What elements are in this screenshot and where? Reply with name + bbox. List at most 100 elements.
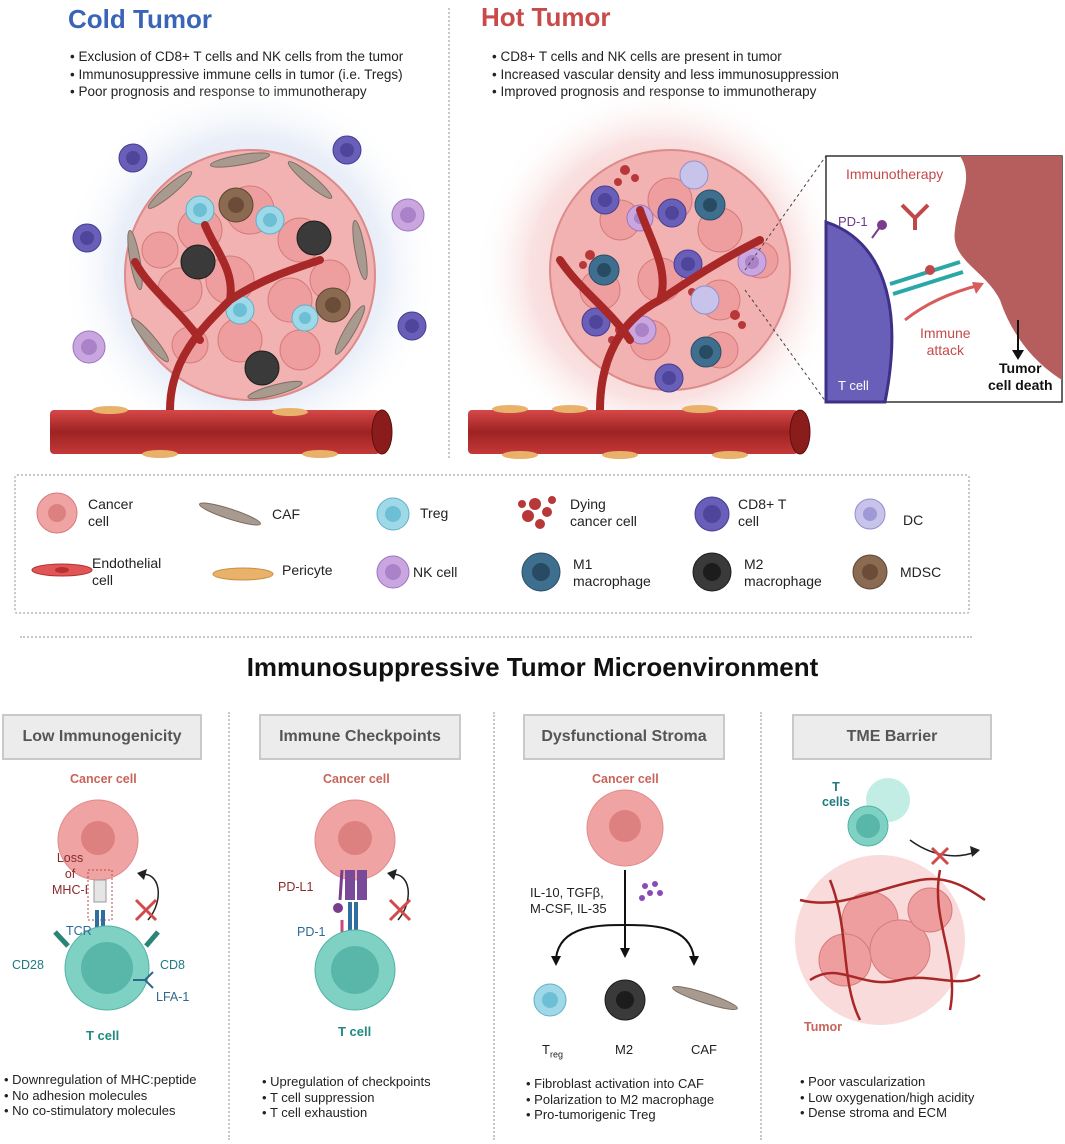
- bullet-item: Downregulation of MHC:peptide: [4, 1072, 196, 1088]
- panel3-bullets: Fibroblast activation into CAF Polarizat…: [526, 1076, 714, 1123]
- legend-text: macrophage: [744, 573, 822, 589]
- panel2-t-cell-label: T cell: [338, 1024, 372, 1039]
- loss-line: Loss: [56, 851, 84, 865]
- legend-text: cell: [88, 513, 110, 529]
- legend-text: cell: [738, 513, 760, 529]
- main-title: Immunosuppressive Tumor Microenvironment: [246, 652, 819, 682]
- bullet-item: Fibroblast activation into CAF: [526, 1076, 714, 1092]
- low-immunogenicity-graphic: [53, 799, 160, 1011]
- dc-icon: [854, 498, 886, 530]
- panel2-bullets: Upregulation of checkpoints T cell suppr…: [262, 1074, 431, 1121]
- bullet-item: Poor vascularization: [800, 1074, 974, 1090]
- hot-tumor-graphic: [468, 85, 845, 459]
- pdl1-label: PD-L1: [278, 880, 314, 894]
- panel-title-low-immunogenicity: Low Immunogenicity: [2, 714, 202, 760]
- bullet-item: Pro-tumorigenic Treg: [526, 1107, 714, 1123]
- horizontal-divider: [20, 636, 972, 638]
- legend-box: [14, 474, 970, 614]
- bullet-item: No adhesion molecules: [4, 1088, 196, 1104]
- bullet-item: Upregulation of checkpoints: [262, 1074, 430, 1090]
- cytokine-line: M-CSF, IL-35: [530, 901, 607, 916]
- tumor-death-line: Tumor: [999, 360, 1042, 376]
- bullet-item: T cell suppression: [262, 1090, 431, 1106]
- pd1-label-panel2: PD-1: [297, 925, 326, 939]
- bullet-item: Polarization to M2 macrophage: [526, 1092, 714, 1108]
- panel-title-dysfunctional-stroma: Dysfunctional Stroma: [523, 714, 725, 760]
- panel1-cancer-cell-label: Cancer cell: [70, 772, 137, 786]
- inset-t-cell-label: T cell: [838, 378, 869, 393]
- tumor-label: Tumor: [804, 1020, 842, 1034]
- legend-treg: Treg: [420, 505, 449, 521]
- mdsc-icon: [852, 554, 888, 590]
- mdsc-cells: [218, 187, 351, 323]
- tme-barrier-graphic: [795, 778, 986, 1025]
- t-cells-line: T: [832, 780, 840, 794]
- tcr-label: TCR: [66, 924, 92, 938]
- panel-divider: [228, 712, 230, 1140]
- legend-text: Dying: [570, 496, 606, 512]
- panel4-bullets: Poor vascularization Low oxygenation/hig…: [800, 1074, 974, 1121]
- m2-label: M2: [615, 1042, 634, 1057]
- m1-macrophages: [588, 189, 726, 368]
- bullet-item: No co-stimulatory molecules: [4, 1103, 196, 1119]
- panel-title-tme-barrier: TME Barrier: [792, 714, 992, 760]
- panel-divider: [760, 712, 762, 1140]
- loss-line: MHC-I: [52, 883, 89, 897]
- t-cells-label: T cells: [822, 780, 850, 810]
- immunotherapy-inset: [824, 155, 1063, 404]
- panel-title-immune-checkpoints: Immune Checkpoints: [259, 714, 461, 760]
- legend-text: cancer cell: [570, 513, 637, 529]
- treg-label-sub: reg: [549, 1049, 563, 1060]
- cd8-t-cell-icon: [694, 496, 730, 532]
- tumor-cell-death-label: Tumor cell death: [988, 360, 1053, 394]
- caf-icon: [199, 502, 261, 526]
- nk-cell-icon: [376, 555, 410, 589]
- pd1-label: PD-1: [838, 214, 868, 229]
- legend-mdsc: MDSC: [900, 564, 942, 580]
- caf-label: CAF: [691, 1042, 717, 1057]
- legend-dc: DC: [903, 512, 924, 528]
- immune-attack-line: Immune: [920, 325, 971, 341]
- dc-cells: [679, 160, 720, 315]
- cold-tumor-graphic: [50, 80, 440, 460]
- lfa1-label: LFA-1: [156, 990, 190, 1004]
- immune-attack-label: Immune attack: [920, 325, 971, 359]
- cold-tumor-title: Cold Tumor: [68, 4, 212, 34]
- cytokine-line: IL-10, TGFβ,: [530, 885, 604, 900]
- vertical-divider: [448, 8, 450, 458]
- panel-divider: [493, 712, 495, 1140]
- panel1-bullets: Downregulation of MHC:peptide No adhesio…: [4, 1072, 196, 1119]
- legend-nk-cell: NK cell: [413, 564, 458, 580]
- legend-text: Cancer: [88, 496, 134, 512]
- m2-macrophages: [180, 220, 332, 386]
- tumor-illustrations: [50, 80, 1063, 460]
- legend-icons: [31, 492, 888, 592]
- loss-line: of: [64, 867, 76, 881]
- t-cells-line: cells: [822, 795, 850, 809]
- bullet-item: Immunosuppressive immune cells in tumor …: [70, 66, 403, 84]
- legend-pericyte: Pericyte: [282, 562, 333, 578]
- legend-text: cell: [92, 572, 114, 588]
- dysfunctional-stroma-graphic: [533, 789, 738, 1021]
- treg-icon: [376, 497, 410, 531]
- treg-label-main: T: [542, 1042, 550, 1057]
- hot-tumor-title: Hot Tumor: [481, 2, 611, 32]
- panel-illustrations: [53, 778, 986, 1025]
- bullet-item: CD8+ T cells and NK cells are present in…: [492, 48, 839, 66]
- loss-of-mhc-label: Loss of MHC-I: [52, 850, 88, 898]
- immune-checkpoints-graphic: [314, 799, 412, 1011]
- cd28-label: CD28: [12, 958, 44, 972]
- dying-cancer-cell-icon: [518, 496, 556, 529]
- immune-attack-line: attack: [926, 342, 964, 358]
- panel3-cancer-cell-label: Cancer cell: [592, 772, 659, 786]
- legend-text: M2: [744, 556, 764, 572]
- cd8-label: CD8: [160, 958, 186, 972]
- treg-label: Treg: [542, 1042, 563, 1060]
- cancer-cell-icon: [36, 492, 78, 534]
